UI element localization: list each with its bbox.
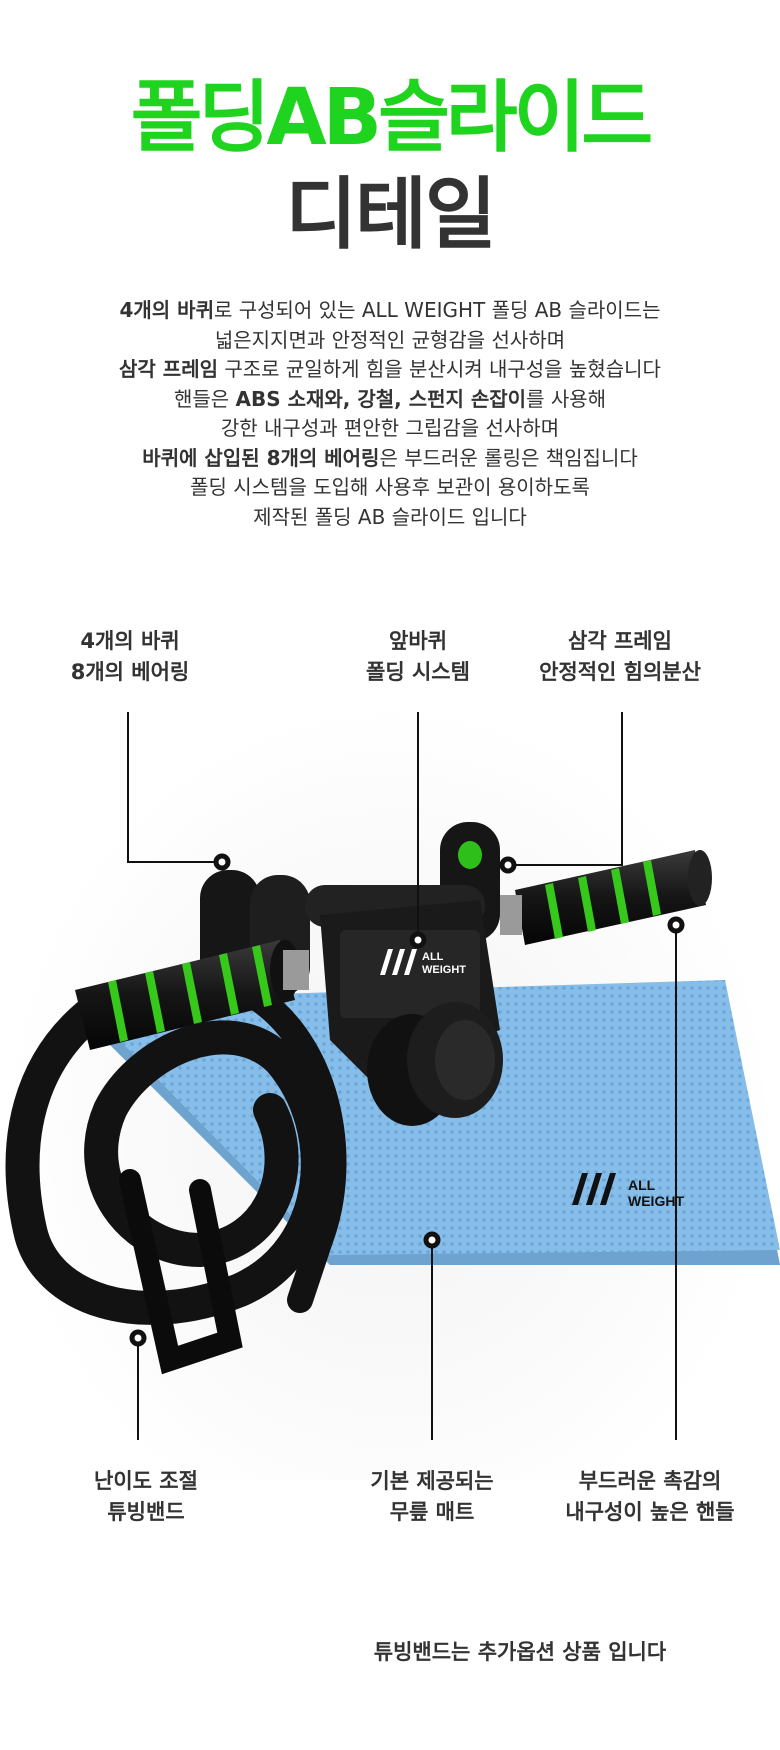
callout-frame-line2: 안정적인 힘의분산 bbox=[539, 660, 701, 684]
desc-line-5: 강한 내구성과 편안한 그립감을 선사하며 bbox=[220, 416, 560, 440]
callout-dot-wheels bbox=[213, 853, 231, 871]
callout-dot-frame bbox=[499, 856, 517, 874]
callout-handle: 부드러운 촉감의 내구성이 높은 핸들 bbox=[520, 1466, 780, 1528]
callout-lines bbox=[127, 712, 677, 1440]
callout-folding-line2: 폴딩 시스템 bbox=[366, 660, 470, 684]
desc-line-1: 4개의 바퀴로 구성되어 있는 ALL WEIGHT 폴딩 AB 슬라이드는 bbox=[119, 298, 661, 322]
callout-band-line1: 난이도 조절 bbox=[94, 1469, 198, 1493]
page-title-green: 폴딩AB슬라이드 bbox=[130, 73, 653, 163]
callout-folding: 앞바퀴 폴딩 시스템 bbox=[288, 626, 548, 688]
callout-band-line2: 튜빙밴드 bbox=[107, 1500, 185, 1524]
front-wheels bbox=[367, 1002, 503, 1126]
frame-logo bbox=[380, 949, 417, 975]
right-grip bbox=[500, 850, 712, 945]
option-footnote: 튜빙밴드는 추가옵션 상품 입니다 bbox=[373, 1640, 667, 1664]
desc-line-2: 넓은지지면과 안정적인 균형감을 선사하며 bbox=[214, 327, 566, 352]
callout-folding-line1: 앞바퀴 bbox=[389, 629, 447, 653]
desc-line-8: 제작된 폴딩 AB 슬라이드 입니다 bbox=[253, 504, 527, 529]
desc-line-7: 폴딩 시스템을 도입해 사용후 보관이 용이하도록 bbox=[190, 475, 590, 499]
callout-wheels: 4개의 바퀴 8개의 베어링 bbox=[0, 626, 260, 688]
callout-dot-folding bbox=[409, 931, 427, 949]
page-title-detail: 디테일 bbox=[285, 170, 496, 260]
mat-logo-text-all: ALL bbox=[628, 1177, 656, 1193]
callout-mat-line2: 무릎 매트 bbox=[389, 1500, 475, 1524]
callout-line-frame bbox=[508, 712, 623, 866]
callout-band: 난이도 조절 튜빙밴드 bbox=[16, 1466, 276, 1528]
callout-wheels-line2: 8개의 베어링 bbox=[70, 660, 190, 684]
callout-dot-band bbox=[129, 1329, 147, 1347]
mat-logo-text-weight: WEIGHT bbox=[628, 1193, 684, 1209]
callout-handle-line1: 부드러운 촉감의 bbox=[578, 1469, 722, 1493]
frame-logo-text-weight: WEIGHT bbox=[422, 964, 466, 976]
left-grip bbox=[75, 940, 309, 1050]
callout-dot-handle bbox=[667, 916, 685, 934]
mat-logo bbox=[572, 1173, 616, 1205]
callout-dots bbox=[129, 853, 685, 1347]
tubing-band bbox=[5, 987, 347, 1375]
callout-line-wheels bbox=[127, 712, 222, 863]
product-description: 4개의 바퀴로 구성되어 있는 ALL WEIGHT 폴딩 AB 슬라이드는 넓… bbox=[0, 296, 780, 532]
callout-frame: 삼각 프레임 안정적인 힘의분산 bbox=[490, 626, 750, 688]
callout-mat: 기본 제공되는 무릎 매트 bbox=[302, 1466, 562, 1528]
callout-frame-line1: 삼각 프레임 bbox=[568, 629, 672, 653]
frame-logo-text-all: ALL bbox=[422, 951, 444, 963]
product-illustration: ALL WEIGHT ALL WEIGHT bbox=[5, 712, 780, 1440]
desc-line-3: 삼각 프레임 구조로 균일하게 힘을 분산시켜 내구성을 높혔습니다 bbox=[119, 357, 661, 381]
callout-dot-mat bbox=[423, 1231, 441, 1249]
desc-line-6: 바퀴에 삽입된 8개의 베어링은 부드러운 롤링은 책임집니다 bbox=[142, 445, 638, 470]
desc-line-4: 핸들은 ABS 소재와, 강철, 스펀지 손잡이를 사용해 bbox=[173, 386, 607, 411]
callout-mat-line1: 기본 제공되는 bbox=[370, 1469, 494, 1493]
callout-handle-line2: 내구성이 높은 핸들 bbox=[565, 1500, 735, 1524]
callout-wheels-line1: 4개의 바퀴 bbox=[80, 629, 180, 653]
